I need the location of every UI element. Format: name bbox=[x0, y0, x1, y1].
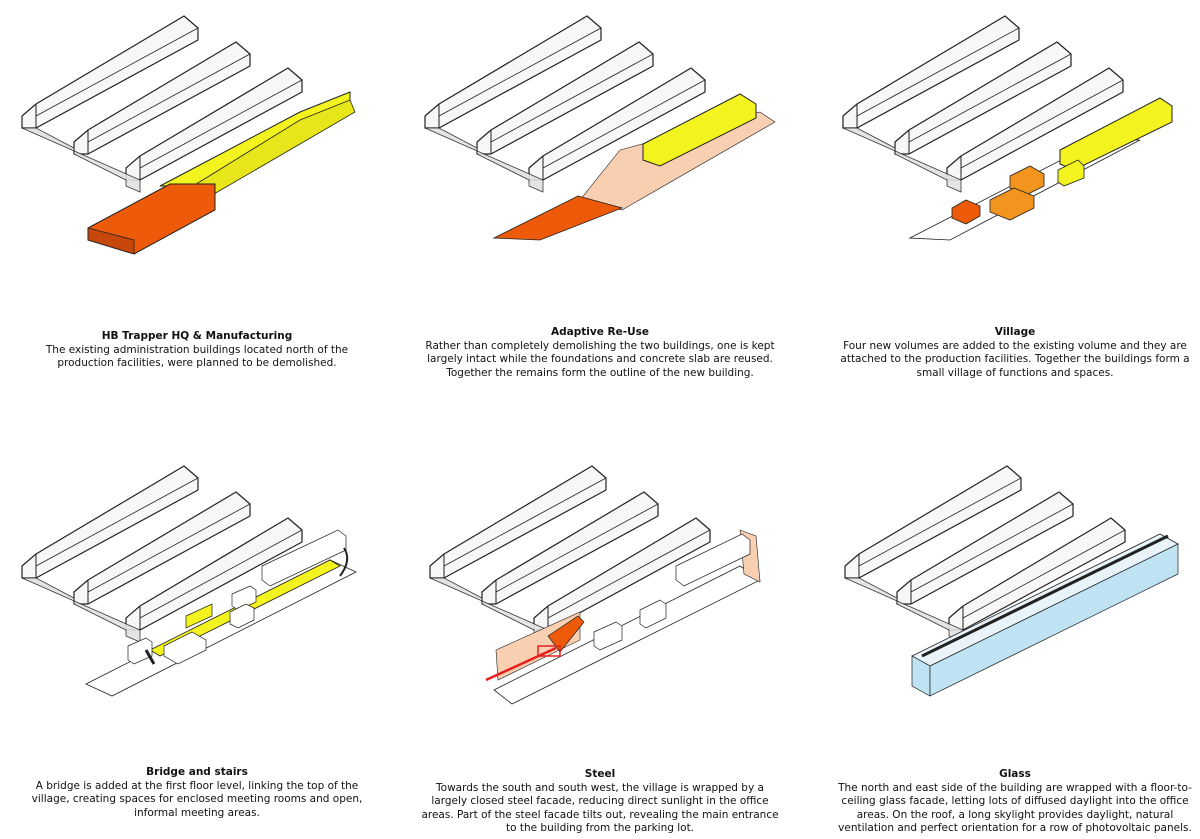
panel-1-caption: HB Trapper HQ & Manufacturing The existi… bbox=[17, 330, 377, 371]
panel-3-diagram bbox=[842, 15, 1173, 241]
panel-4-text: A bridge is added at the first floor lev… bbox=[31, 780, 363, 819]
panel-6-text: The north and east side of the building … bbox=[838, 782, 1192, 834]
skylight bbox=[921, 534, 1169, 658]
panel-3-caption: Village Four new volumes are added to th… bbox=[835, 326, 1195, 380]
panel-2-diagram bbox=[424, 15, 776, 241]
orange-block-c bbox=[951, 199, 981, 225]
glass-facade-top bbox=[911, 533, 1179, 667]
orange-block-a bbox=[1009, 165, 1045, 197]
stair-arrow bbox=[339, 547, 349, 577]
yellow-block-small bbox=[1057, 159, 1085, 187]
yellow-block bbox=[642, 93, 757, 167]
panel-5-title: Steel bbox=[584, 768, 616, 780]
panel-2-caption: Adaptive Re-Use Rather than completely d… bbox=[420, 326, 780, 380]
panel-1-text: The existing administration buildings lo… bbox=[45, 344, 349, 370]
panel-2-text: Rather than completely demolishing the t… bbox=[425, 340, 775, 379]
panel-4-diagram bbox=[21, 465, 357, 697]
panel-2-title: Adaptive Re-Use bbox=[551, 326, 649, 338]
panel-1-diagram bbox=[21, 15, 356, 255]
panel-4-caption: Bridge and stairs A bridge is added at t… bbox=[17, 766, 377, 820]
panel-6-caption: Glass The north and east side of the bui… bbox=[835, 768, 1195, 835]
panel-3-text: Four new volumes are added to the existi… bbox=[840, 340, 1190, 379]
glass-facade-side bbox=[929, 543, 1179, 697]
orange-slab bbox=[492, 195, 624, 241]
panel-5-caption: Steel Towards the south and south west, … bbox=[420, 768, 780, 835]
panel-4-title: Bridge and stairs bbox=[146, 766, 248, 778]
panel-5-diagram bbox=[429, 465, 761, 705]
entrance-red bbox=[485, 646, 557, 682]
meeting-rooms bbox=[127, 529, 347, 665]
panel-3-title: Village bbox=[994, 326, 1036, 338]
panel-5-text: Towards the south and south west, the vi… bbox=[421, 782, 779, 834]
panel-6-title: Glass bbox=[999, 768, 1031, 780]
yellow-block-long bbox=[1059, 97, 1173, 171]
panel-6-diagram bbox=[844, 465, 1179, 697]
orange-block-b bbox=[989, 187, 1035, 221]
panel-1-title: HB Trapper HQ & Manufacturing bbox=[101, 330, 293, 342]
